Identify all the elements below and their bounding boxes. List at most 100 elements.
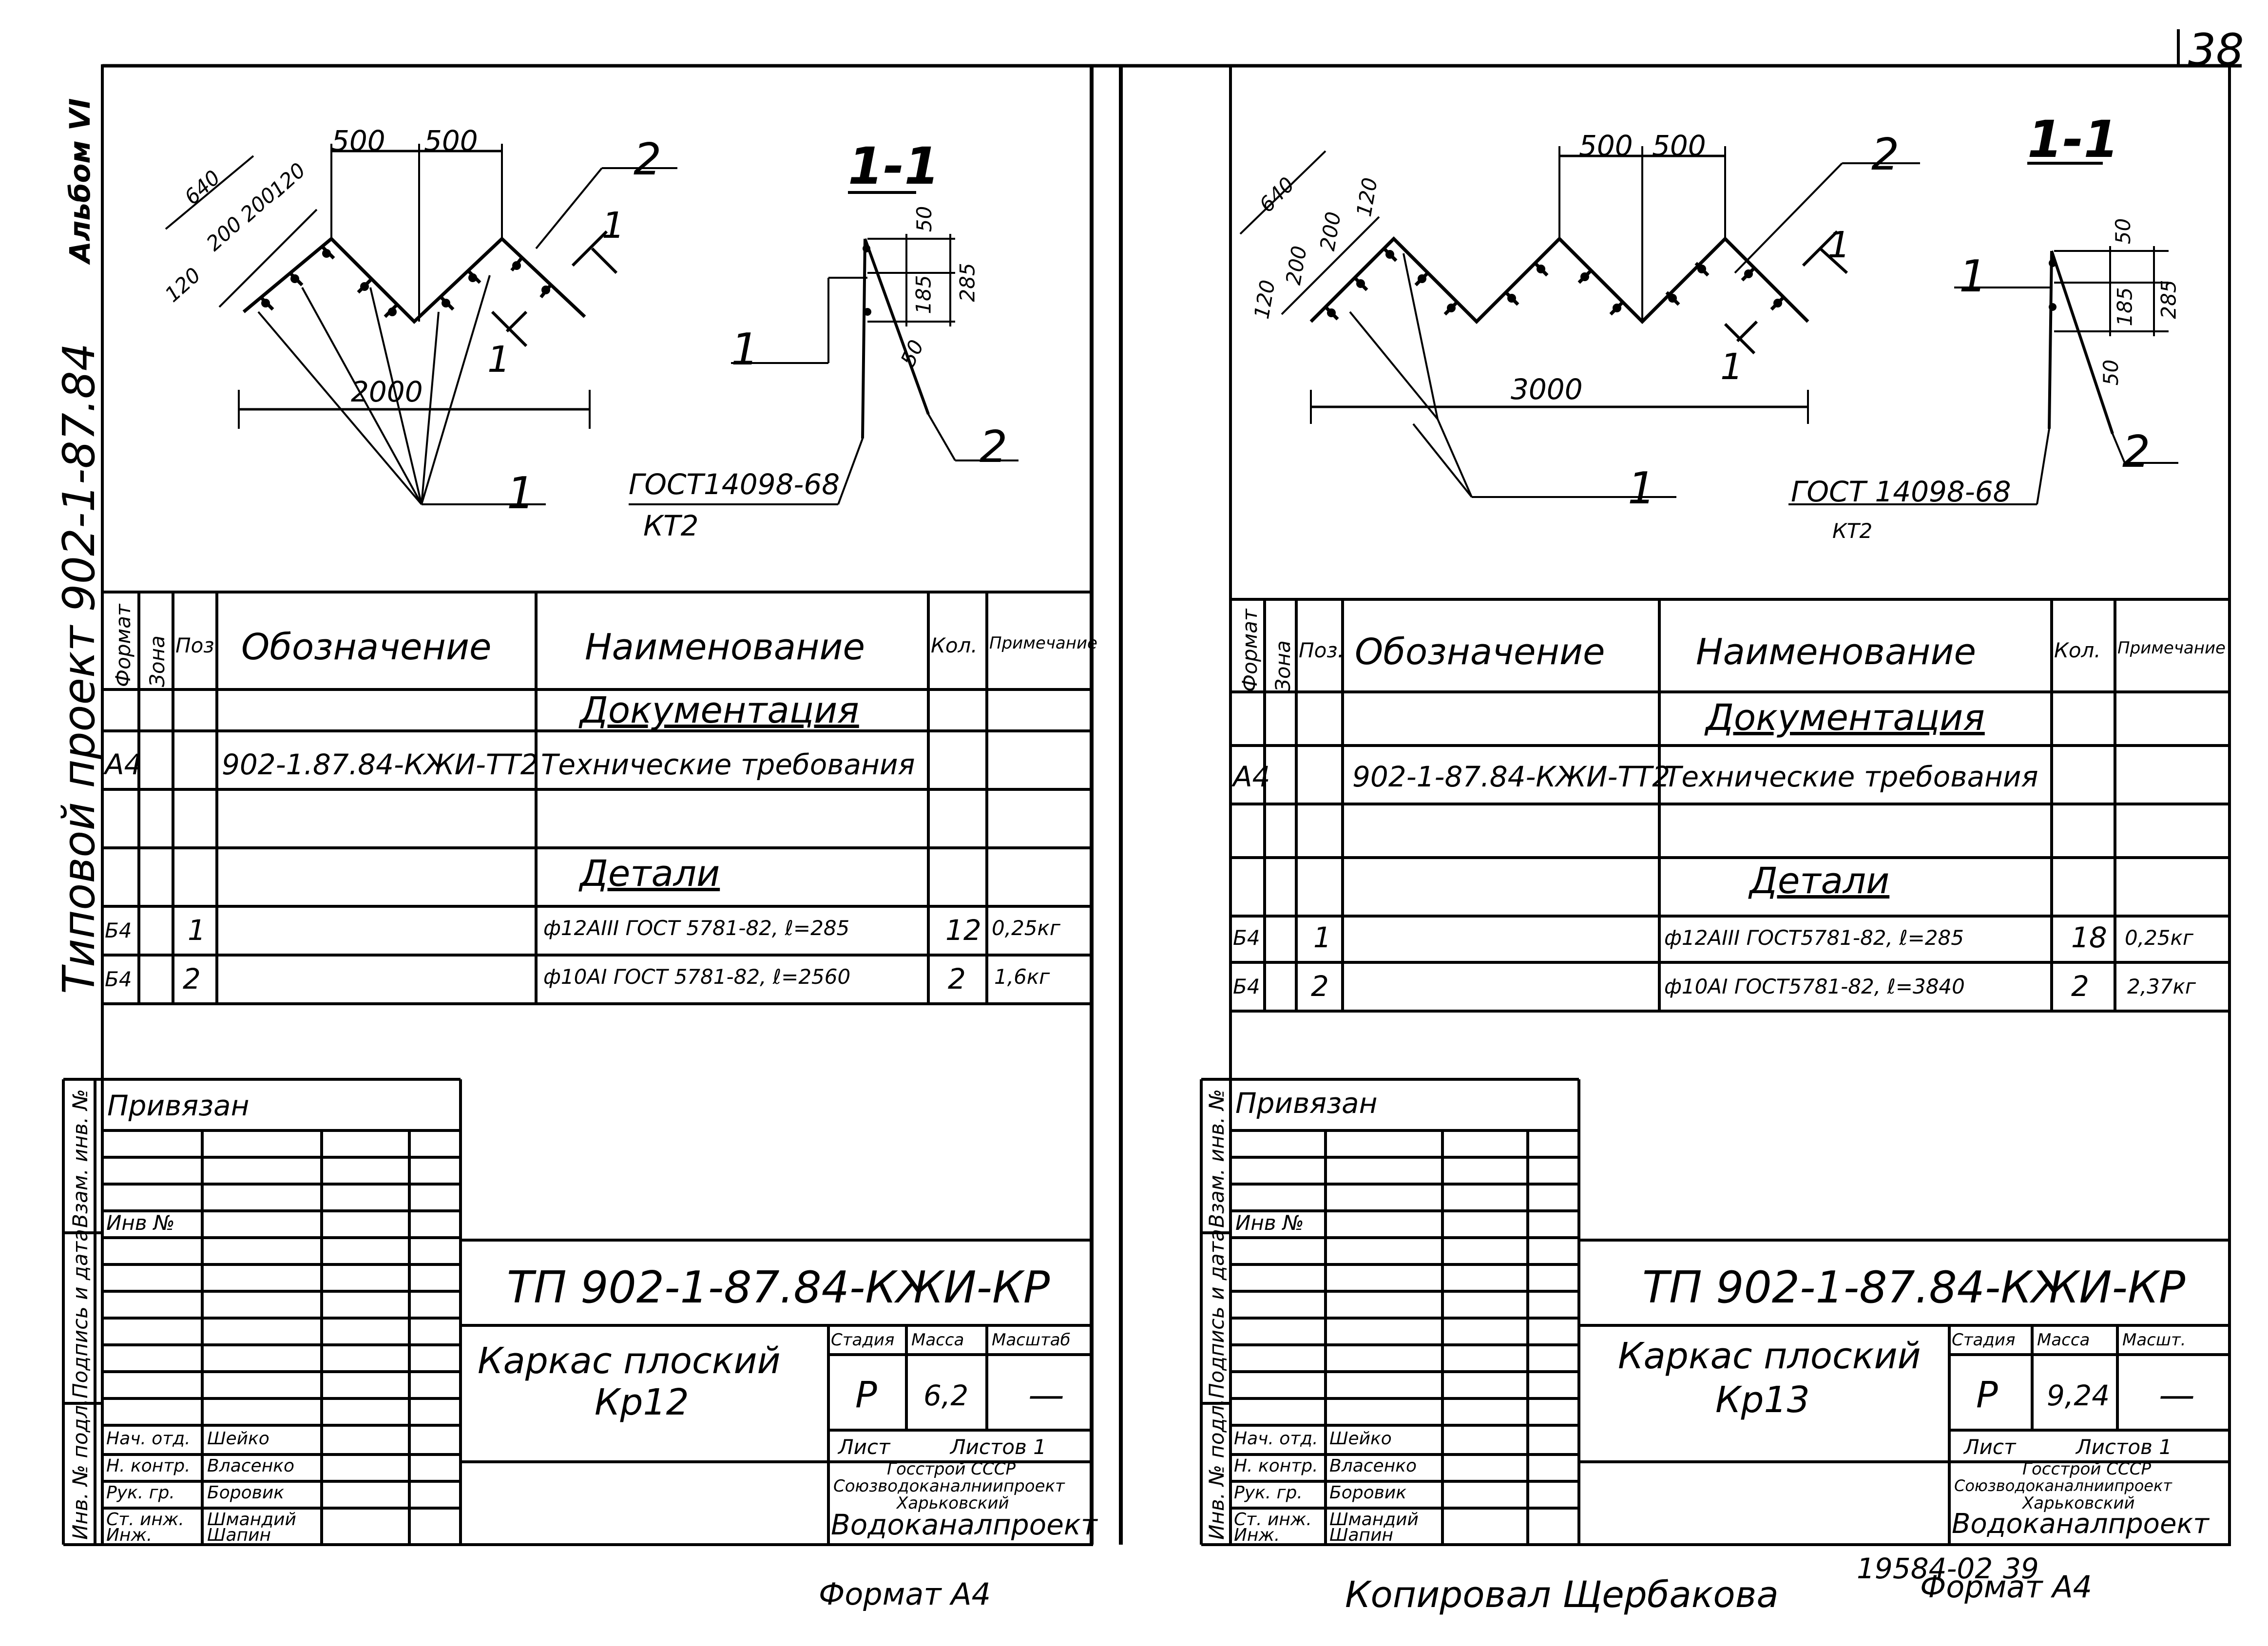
r-hdr-zone: Зона <box>1271 640 1295 692</box>
r-dim-total: 3000 <box>1511 373 1583 406</box>
row5-qty: 2 <box>948 962 966 995</box>
r-stage-header: Стадия <box>1952 1330 2016 1350</box>
margin-label-r0: Взам. инв. № <box>1205 1089 1229 1228</box>
r-row4-note: 0,25кг <box>2125 926 2193 950</box>
r-sec-dim-50b: 50 <box>2099 359 2123 386</box>
r-mass-header: Масса <box>2037 1330 2090 1350</box>
r-gost-type: КТ2 <box>1832 519 1873 543</box>
r-name-0: Шейко <box>1329 1429 1392 1449</box>
r-row4-format: Б4 <box>1233 926 1260 950</box>
title-line1: Каркас плоский <box>478 1340 781 1382</box>
r-hdr-pos: Поз. <box>1299 638 1344 662</box>
r-privyazan: Привязан <box>1235 1087 1378 1120</box>
hdr-note: Примечание <box>989 633 1097 653</box>
r-sec-leader-2: 2 <box>2122 426 2151 478</box>
left-stamp-grid <box>102 1078 1092 1545</box>
dim-top-a: 500 <box>331 124 385 157</box>
r-title-line1: Каркас плоский <box>1618 1335 1921 1377</box>
margin-label-r2: Инв. № подл. <box>1205 1398 1229 1540</box>
r-sec-leader-1: 1 <box>1959 251 1987 302</box>
r-org-line-2: Харьковский <box>2022 1493 2135 1513</box>
name-4: Шапин <box>207 1525 271 1545</box>
r-row5-name: ф10АI ГОСТ5781-82, ℓ=3840 <box>1664 975 1965 998</box>
r-row1-name: Технические требования <box>1664 760 2038 793</box>
margin-label-0: Взам. инв. № <box>68 1089 92 1228</box>
org-line-2: Харьковский <box>897 1493 1009 1513</box>
r-sec-dim-185: 185 <box>2113 287 2137 326</box>
right-frame-drawing <box>1239 146 2178 505</box>
r-org-line-3: Водоканалпроект <box>1952 1508 2209 1540</box>
row5-format: Б4 <box>105 967 132 991</box>
org-line-3: Водоканалпроект <box>831 1508 1097 1541</box>
r-name-4: Шапин <box>1329 1525 1394 1545</box>
hdr-code: Обозначение <box>241 626 492 668</box>
sec-dim-285: 285 <box>955 263 980 302</box>
r-dim-top-a: 500 <box>1579 129 1633 162</box>
privyazan: Привязан <box>107 1089 250 1122</box>
r-name-3: Шмандий <box>1329 1510 1419 1530</box>
r-title-line2: Кр13 <box>1715 1379 1810 1421</box>
r-gost-label: ГОСТ 14098-68 <box>1791 475 2011 508</box>
r-row3-name: Детали <box>1749 860 1890 902</box>
r-format-label: Формат А4 <box>1920 1569 2093 1605</box>
role-3: Ст. инж. <box>106 1510 184 1530</box>
row5-name: ф10АI ГОСТ 5781-82, ℓ=2560 <box>543 965 851 989</box>
right-stamp-grid <box>1230 1078 2230 1545</box>
r-role-3: Ст. инж. <box>1234 1510 1312 1530</box>
margin-label-1: Подпись и дата <box>68 1229 92 1398</box>
r-section-mark-a: 1 <box>1827 224 1851 266</box>
sec-dim-185: 185 <box>911 275 936 314</box>
row4-name: ф12АIII ГОСТ 5781-82, ℓ=285 <box>543 916 850 940</box>
org-line-1: Союзводоканалниипроект <box>833 1476 1065 1496</box>
sec-leader-1: 1 <box>731 324 759 375</box>
dim-total: 2000 <box>351 375 423 408</box>
hdr-zone: Зона <box>145 635 169 687</box>
r-hdr-format: Формат <box>1238 609 1262 692</box>
row1-name: Технические требования <box>541 748 915 781</box>
name-0: Шейко <box>207 1429 269 1449</box>
gost-label: ГОСТ14098-68 <box>629 468 840 501</box>
scale-header: Масштаб <box>992 1330 1071 1350</box>
row5-pos: 2 <box>183 962 201 995</box>
hdr-qty: Кол. <box>931 633 978 657</box>
sec-dim-50a: 50 <box>912 206 937 232</box>
hdr-format: Формат <box>111 604 135 687</box>
r-stage: Р <box>1976 1374 1998 1416</box>
row5-note: 1,6кг <box>994 965 1050 989</box>
r-scale: — <box>2159 1374 2195 1416</box>
margin-label-2: Инв. № подл. <box>68 1398 92 1540</box>
leader-2: 2 <box>634 134 662 185</box>
r-leader-1: 1 <box>1628 463 1656 514</box>
doc-code: ТП 902-1-87.84-КЖИ-КР <box>507 1262 1050 1313</box>
name-2: Боровик <box>207 1483 284 1503</box>
r-row0-name: Документация <box>1706 697 1985 739</box>
r-role-1: Н. контр. <box>1234 1456 1318 1476</box>
r-scale-header: Масшт. <box>2122 1330 2186 1350</box>
hdr-name: Наименование <box>585 626 865 668</box>
r-row5-qty: 2 <box>2071 970 2089 1003</box>
r-row4-qty: 18 <box>2071 921 2107 954</box>
project-label: Типовой проект 902-1-87.84 <box>54 343 105 994</box>
org-line-0: Госстрой СССР <box>887 1459 1016 1479</box>
sheets-label: Листов 1 <box>950 1435 1046 1459</box>
row4-format: Б4 <box>105 919 132 942</box>
copied-by: Копировал Щербакова <box>1345 1574 1779 1616</box>
weld-dots <box>261 245 2057 317</box>
r-row5-pos: 2 <box>1311 970 1329 1003</box>
sheet-number: 38 <box>2188 24 2244 76</box>
r-leader-2: 2 <box>1871 129 1900 180</box>
r-row5-format: Б4 <box>1233 975 1260 998</box>
r-hdr-qty: Кол. <box>2054 638 2101 662</box>
role-4: Инж. <box>106 1525 153 1545</box>
left-spec-grid <box>102 591 1092 1005</box>
hdr-pos: Поз. <box>175 633 221 657</box>
r-section-mark-b: 1 <box>1720 346 1744 388</box>
r-row4-name: ф12АIII ГОСТ5781-82, ℓ=285 <box>1664 926 1964 950</box>
margin-label-r1: Подпись и дата <box>1205 1229 1229 1398</box>
r-row5-note: 2,37кг <box>2127 975 2196 998</box>
r-sec-dim-50a: 50 <box>2111 218 2135 245</box>
section-title: 1-1 <box>848 136 940 196</box>
r-hdr-name: Наименование <box>1696 631 1977 673</box>
inv-no: Инв № <box>106 1211 175 1235</box>
